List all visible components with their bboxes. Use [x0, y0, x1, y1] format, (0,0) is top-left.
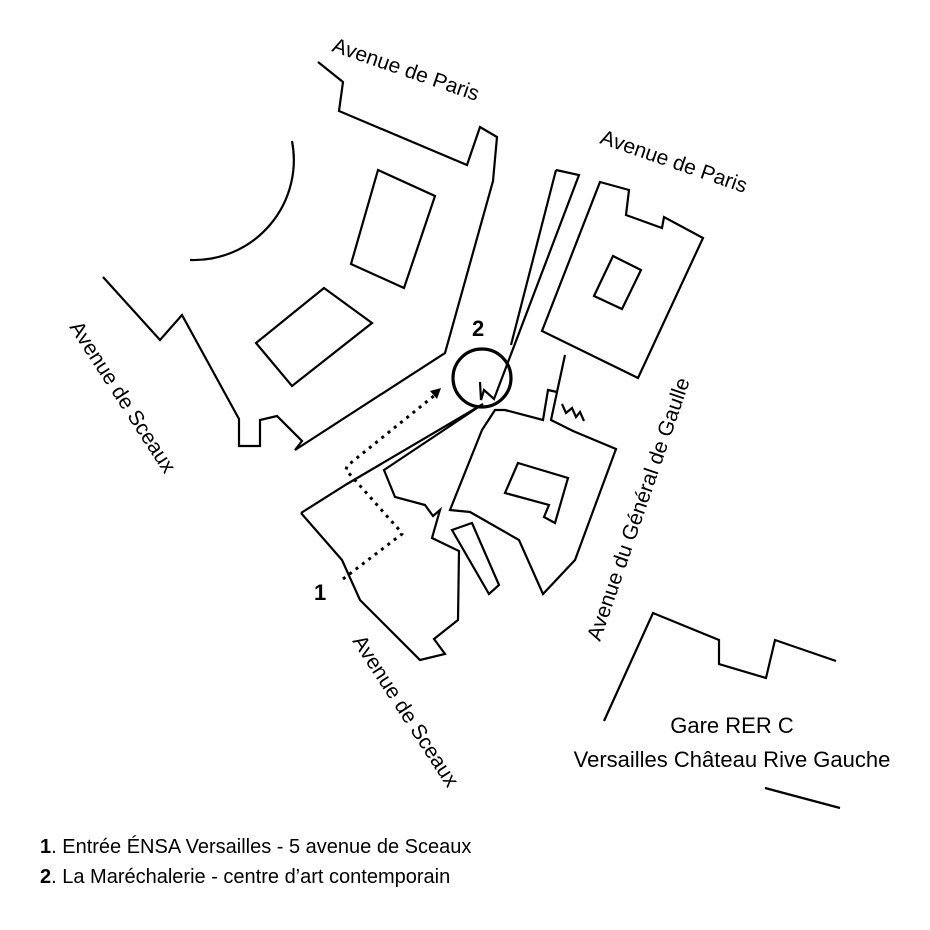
- building-block-northeast: [540, 180, 705, 380]
- legend-item-2: 2. La Maréchalerie - centre d’art contem…: [40, 866, 450, 889]
- legend-text-1: . Entrée ÉNSA Versailles - 5 avenue de S…: [51, 836, 472, 858]
- marker-1-label: 1: [314, 580, 326, 605]
- marker-2-circle: [451, 347, 513, 409]
- legend-item-1: 1. Entrée ÉNSA Versailles - 5 avenue de …: [40, 836, 471, 859]
- building-block-northwest: [102, 61, 499, 451]
- street-label-avenue-du-general-de-gaulle: Avenue du Général de Gaulle: [583, 375, 695, 644]
- legend-number-1: 1: [40, 836, 52, 858]
- marker-2-label: 2: [472, 316, 484, 341]
- legend-number-2: 2: [40, 866, 52, 888]
- building-block-center: [448, 354, 618, 596]
- central-strip: [478, 168, 581, 401]
- railway-zigzag-icon: [560, 403, 586, 422]
- route-arrowhead: [430, 388, 441, 399]
- station-label-line1: Gare RER C: [670, 713, 794, 738]
- street-label-avenue-de-sceaux-bottom: Avenue de Sceaux: [348, 631, 463, 791]
- street-label-avenue-de-paris-top: Avenue de Paris: [329, 34, 482, 106]
- building-block-ensa: [300, 403, 501, 662]
- station-label-line2: Versailles Château Rive Gauche: [574, 747, 891, 772]
- building-rer-station: [602, 611, 841, 810]
- legend-text-2: . La Maréchalerie - centre d’art contemp…: [51, 866, 451, 888]
- dotted-route-arrow: [342, 388, 441, 581]
- street-label-avenue-de-sceaux-left: Avenue de Sceaux: [65, 317, 180, 477]
